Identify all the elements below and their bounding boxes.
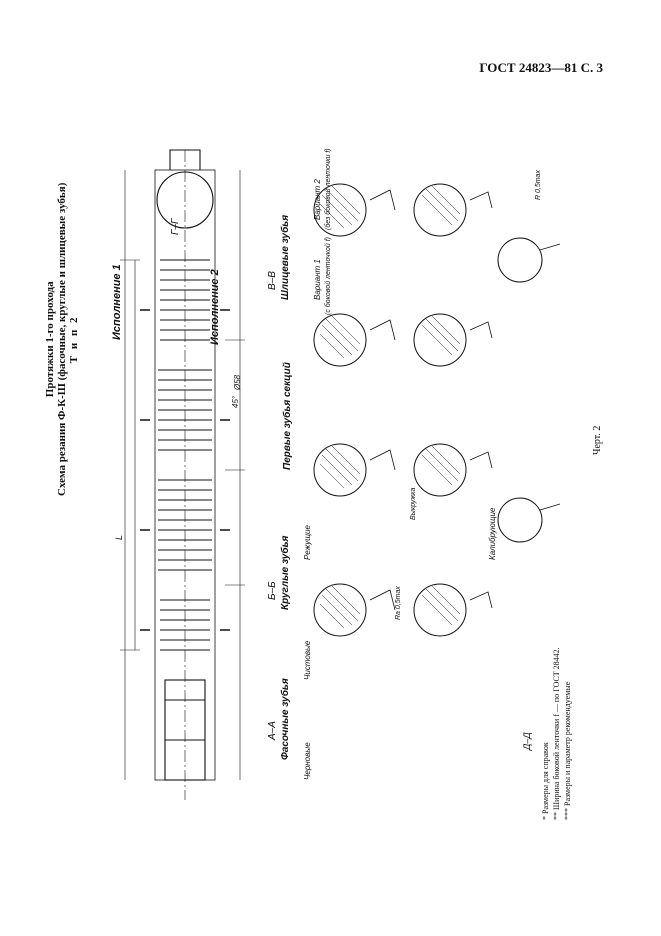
label-execution-1: Исполнение 1 xyxy=(111,264,123,340)
label-variant-2-note: (без боковой ленточки f) xyxy=(324,148,332,230)
footnote-2: ** Ширина боковой ленточки f — по ГОСТ 2… xyxy=(552,647,561,820)
drawing-title-block: Протяжки 1-го прохода Схема резания Ф-К-… xyxy=(44,183,80,496)
figure-caption: Черт. 2 xyxy=(592,425,603,455)
label-section-aa: А–А xyxy=(267,721,278,741)
label-finishing: Чистовые xyxy=(303,640,312,680)
label-section-bb-sub: Круглые зубья xyxy=(279,535,291,610)
footnote-1: * Размеры для справок xyxy=(541,742,550,820)
label-teeth-note: Выкружка xyxy=(410,488,417,520)
label-r0: R 0,5max xyxy=(535,170,542,200)
label-variant-1-note: (с боковой ленточкой f) xyxy=(324,237,332,315)
broach-drawing: Исполнение 1 Исполнение 2 Г–Г А–А Фасочн… xyxy=(111,148,561,800)
footnote-list: * Размеры для справок ** Ширина боковой … xyxy=(540,647,573,820)
label-section-gg: Г–Г xyxy=(170,217,181,235)
title-line-2: Схема резания Ф-К-Ш (фасочные, круглые и… xyxy=(56,182,68,496)
label-execution-2: Исполнение 2 xyxy=(209,269,221,345)
label-ra: Ra 0,5max xyxy=(395,586,402,620)
label-section-bb: Б–Б xyxy=(267,581,278,600)
label-first-teeth: Первые зубья секций xyxy=(281,362,293,470)
footnote-3: *** Размеры и параметр рекомендуемые xyxy=(563,681,572,820)
label-section-dd: Д–Д xyxy=(522,732,532,751)
title-line-3: Т и п 2 xyxy=(68,315,80,364)
footnotes: * Размеры для справок ** Ширина боковой … xyxy=(540,647,630,820)
label-angle: 45° xyxy=(231,395,240,408)
label-variant-2: Вариант 2 xyxy=(313,179,322,220)
label-section-vv: В–В xyxy=(267,271,278,290)
label-roughing: Черновые xyxy=(303,742,312,780)
label-dim-58: Ø58 xyxy=(233,374,242,391)
label-calibrating: Калибрующие xyxy=(488,507,497,560)
label-variant-1: Вариант 1 xyxy=(313,259,322,300)
title-line-1: Протяжки 1-го прохода xyxy=(44,281,56,398)
label-cutting: Режущие xyxy=(303,525,312,560)
label-section-aa-sub: Фасочные зубья xyxy=(279,678,291,760)
label-dim-L: L xyxy=(114,535,124,540)
standard-header: ГОСТ 24823—81 С. 3 xyxy=(479,60,603,75)
label-section-vv-sub: Шлицевые зубья xyxy=(279,215,291,300)
